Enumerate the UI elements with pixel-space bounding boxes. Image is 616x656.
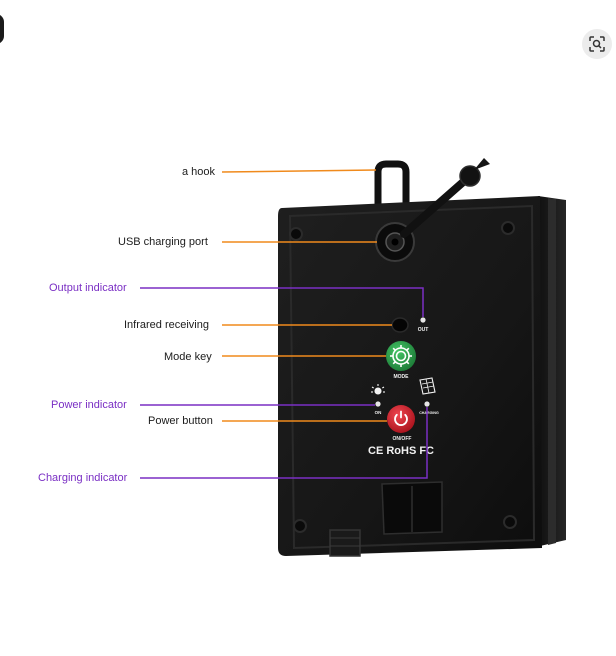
power-button bbox=[387, 405, 415, 433]
cable-gland bbox=[329, 529, 361, 557]
mode-print: MODE bbox=[394, 374, 410, 380]
leader-line-charging bbox=[140, 407, 428, 479]
hook bbox=[374, 160, 410, 212]
power-led bbox=[375, 401, 381, 407]
infrared-receiver bbox=[391, 317, 409, 333]
sun-icon bbox=[371, 384, 385, 395]
on-off-print: ON/OFF bbox=[393, 436, 412, 442]
output-led bbox=[420, 317, 426, 323]
screw bbox=[501, 221, 515, 235]
label-usb-charging-port: USB charging port bbox=[118, 236, 208, 248]
label-hook: a hook bbox=[182, 166, 216, 178]
visual-search-button[interactable] bbox=[582, 29, 612, 59]
screw bbox=[293, 519, 307, 533]
port-cap bbox=[459, 165, 481, 187]
charging-led bbox=[424, 401, 430, 407]
visual-search-icon bbox=[589, 36, 605, 52]
label-power-button: Power button bbox=[148, 415, 213, 427]
label-power-indicator: Power indicator bbox=[51, 399, 127, 411]
certification-marks: CE RoHS FC bbox=[368, 445, 434, 457]
leader-line-hook bbox=[221, 169, 377, 173]
solar-panel-icon bbox=[419, 377, 436, 395]
label-output-indicator: Output indicator bbox=[49, 282, 127, 294]
leader-line-output bbox=[140, 287, 424, 317]
screw bbox=[289, 227, 303, 241]
out-print: OUT bbox=[418, 327, 429, 333]
side-panel-tab[interactable] bbox=[0, 14, 4, 44]
screw bbox=[503, 515, 517, 529]
power-icon bbox=[394, 410, 408, 426]
label-mode-key: Mode key bbox=[164, 351, 212, 363]
charging-print: CHARGING bbox=[419, 411, 439, 415]
label-charging-indicator: Charging indicator bbox=[38, 472, 128, 484]
gear-icon bbox=[390, 345, 412, 367]
box-body bbox=[278, 196, 542, 556]
on-print: ON bbox=[375, 410, 382, 415]
label-infrared-receiving: Infrared receiving bbox=[124, 319, 209, 331]
